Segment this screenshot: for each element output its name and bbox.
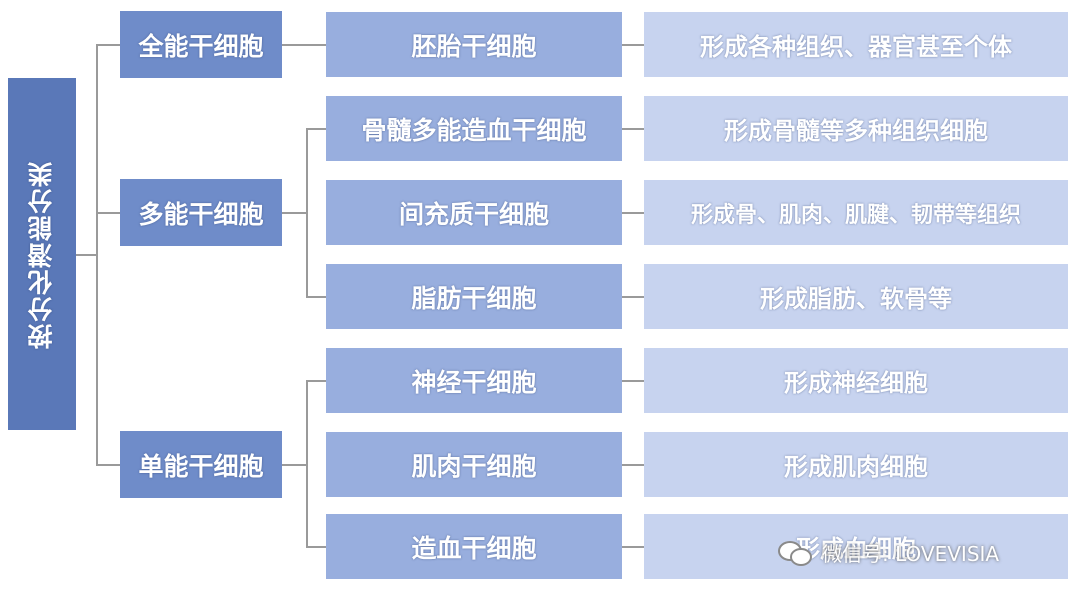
connector-level3-link <box>622 212 644 214</box>
cell-muscle: 肌肉干细胞 <box>326 432 622 497</box>
cell-embryonic: 胚胎干细胞 <box>326 12 622 77</box>
connector-level3-link <box>622 44 644 46</box>
connector-level3-link <box>622 380 644 382</box>
connector-level2-branch <box>306 296 326 298</box>
connector-totipotent-link <box>282 44 326 46</box>
wechat-watermark: 微信号: LOVEVISIA <box>776 532 1066 572</box>
cell-mesenchymal: 间充质干细胞 <box>326 180 622 245</box>
connector-level1-vertical <box>96 44 98 465</box>
connector-unipotent-vertical <box>306 380 308 548</box>
category-totipotent: 全能干细胞 <box>120 11 282 78</box>
effect-bone-marrow-hematopoietic: 形成骨髓等多种组织细胞 <box>644 96 1068 161</box>
root-node: 按分化潜能分类 <box>8 78 76 430</box>
wechat-icon <box>776 537 814 567</box>
category-unipotent: 单能干细胞 <box>120 431 282 498</box>
connector-level2-branch <box>306 128 326 130</box>
connector-pluripotent-stub <box>282 212 306 214</box>
cell-hematopoietic: 造血干细胞 <box>326 514 622 579</box>
cell-bone-marrow-hematopoietic: 骨髓多能造血干细胞 <box>326 96 622 161</box>
root-label: 按分化潜能分类 <box>27 159 56 349</box>
connector-level3-link <box>622 128 644 130</box>
connector-level2-branch <box>306 380 326 382</box>
effect-adipose: 形成脂肪、软骨等 <box>644 264 1068 329</box>
category-pluripotent: 多能干细胞 <box>120 179 282 246</box>
connector-level1-branch <box>96 464 120 466</box>
connector-level3-link <box>622 296 644 298</box>
effect-neural: 形成神经细胞 <box>644 348 1068 413</box>
cell-adipose: 脂肪干细胞 <box>326 264 622 329</box>
connector-unipotent-stub <box>282 464 306 466</box>
effect-hematopoietic: 形成血细胞 <box>644 514 1068 579</box>
effect-mesenchymal: 形成骨、肌肉、肌腱、韧带等组织 <box>644 180 1068 245</box>
connector-level3-link <box>622 464 644 466</box>
effect-embryonic: 形成各种组织、器官甚至个体 <box>644 12 1068 77</box>
connector-pluripotent-vertical <box>306 128 308 298</box>
connector-level3-link <box>622 546 644 548</box>
watermark-text: 微信号: LOVEVISIA <box>822 541 1000 566</box>
connector-level1-branch <box>96 44 120 46</box>
cell-neural: 神经干细胞 <box>326 348 622 413</box>
connector-level2-branch <box>306 546 326 548</box>
effect-muscle: 形成肌肉细胞 <box>644 432 1068 497</box>
connector-level1-branch <box>96 212 120 214</box>
connector-root-stub <box>76 254 96 256</box>
